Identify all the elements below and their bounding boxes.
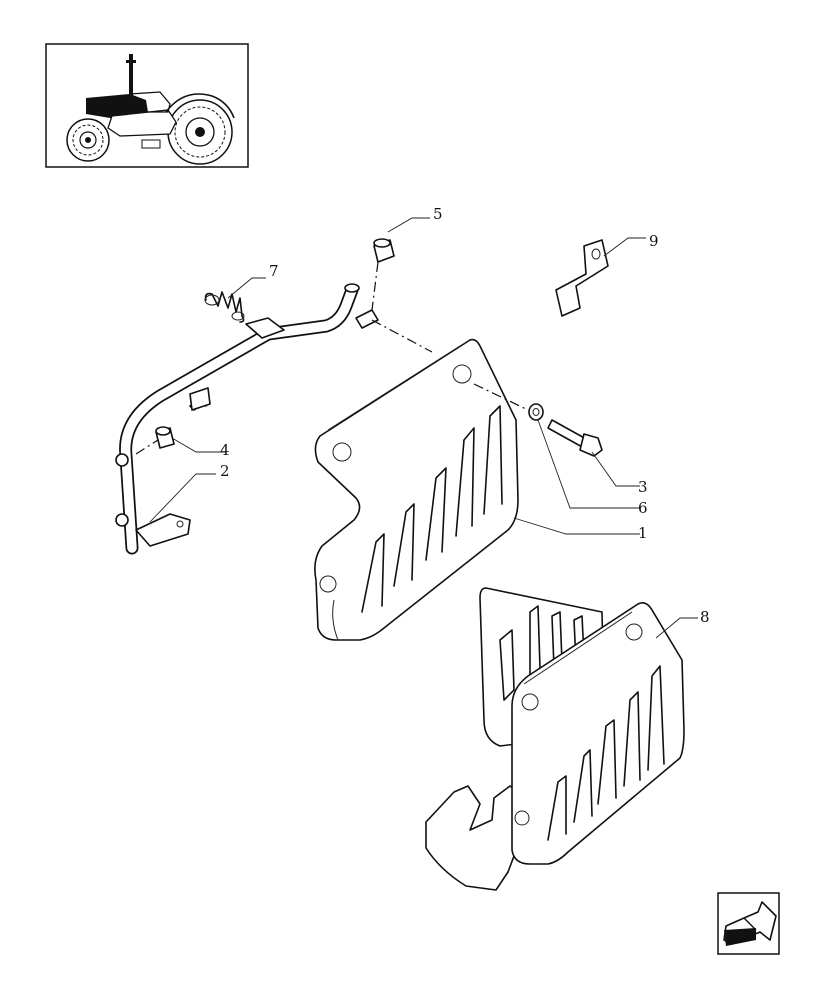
callout-1: 1 (638, 524, 648, 542)
callout-4: 4 (220, 441, 230, 459)
assembly-axis-line-4 (371, 261, 379, 311)
assembly-axis-line-2 (473, 383, 529, 411)
part-5-cap[interactable] (373, 238, 395, 263)
part-3-bolt[interactable] (547, 419, 603, 457)
part-4-bushing[interactable] (155, 426, 175, 449)
part-2-bracket-rod[interactable] (115, 283, 379, 555)
callout-2: 2 (220, 462, 230, 480)
tractor-icon (66, 54, 235, 165)
callout-6: 6 (638, 499, 648, 517)
leader-lines (149, 217, 698, 639)
part-8-shield-assembly[interactable] (425, 587, 685, 891)
part-7-spring[interactable] (204, 291, 245, 323)
part-1-shield[interactable] (314, 338, 519, 641)
callout-3: 3 (638, 478, 648, 496)
part-9-bracket[interactable] (555, 239, 609, 317)
callout-7: 7 (269, 262, 279, 280)
callout-9: 9 (649, 232, 659, 250)
next-page-button[interactable] (717, 892, 780, 955)
part-6-washer[interactable] (528, 403, 544, 421)
callout-5: 5 (433, 205, 443, 223)
next-page-arrow-icon (723, 901, 777, 946)
assembly-axis-line-3 (135, 439, 159, 455)
callout-8: 8 (700, 608, 710, 626)
assembly-axis-line (371, 319, 433, 353)
tractor-thumbnail[interactable] (45, 43, 249, 168)
